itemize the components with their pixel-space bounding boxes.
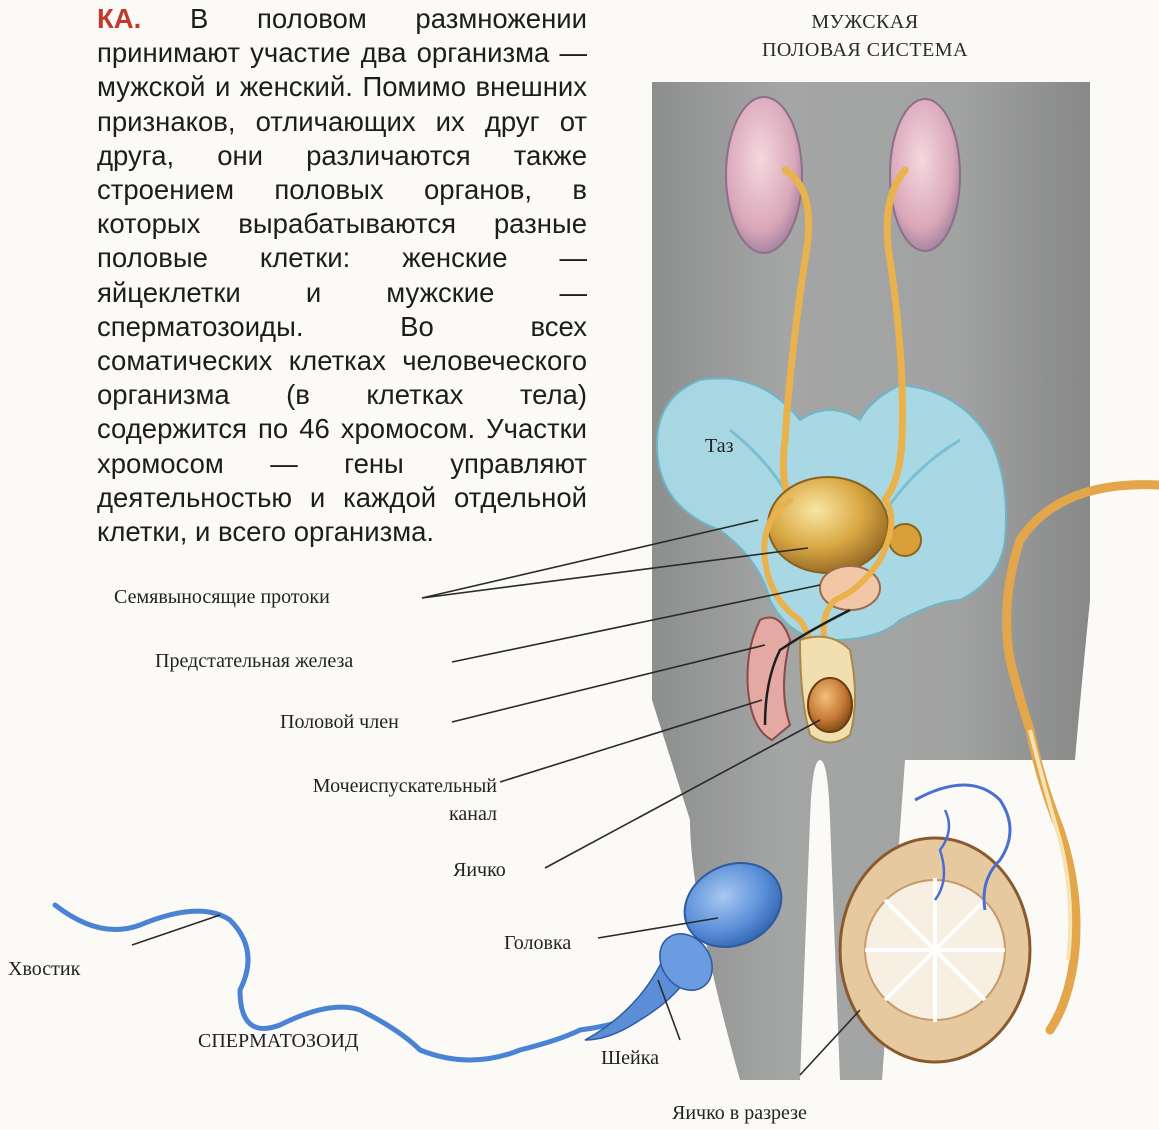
label-prostate: Предстательная железа: [155, 650, 353, 673]
label-urethra: Мочеиспускательный канал: [230, 772, 497, 828]
label-head: Головка: [504, 932, 571, 955]
label-vas-deferens: Семявыносящие протоки: [114, 586, 330, 609]
label-testis: Яичко: [453, 859, 506, 882]
bladder: [768, 477, 888, 573]
label-sperm-title: СПЕРМАТОЗОИД: [198, 1030, 359, 1053]
label-tail: Хвостик: [8, 958, 80, 981]
label-urethra-line2: канал: [230, 800, 497, 828]
testis: [808, 678, 852, 732]
label-penis: Половой член: [280, 711, 399, 734]
label-testis-section: Яичко в разрезе: [672, 1102, 807, 1125]
label-pelvis: Таз: [705, 435, 734, 458]
label-neck: Шейка: [601, 1047, 659, 1070]
label-urethra-line1: Мочеиспускательный: [230, 772, 497, 800]
